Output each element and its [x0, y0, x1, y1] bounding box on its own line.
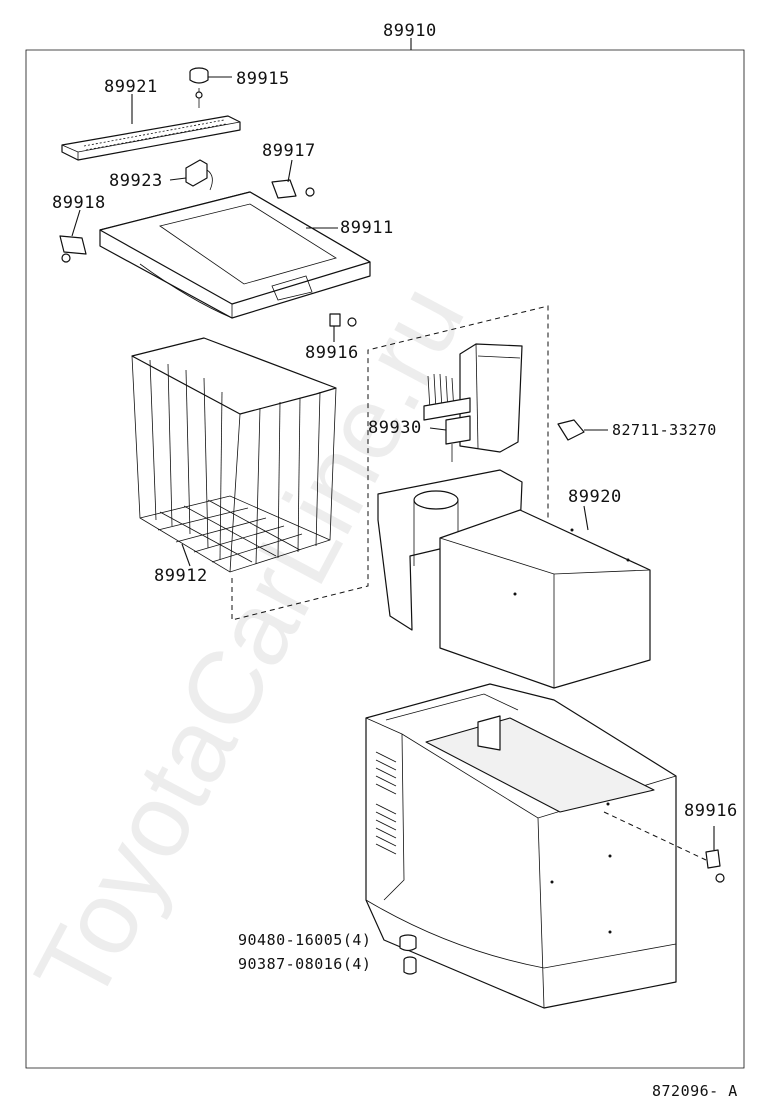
- label-89917: 89917: [262, 141, 316, 161]
- assembly-frame: [25, 49, 745, 1069]
- screw-89916-top: [329, 313, 357, 342]
- label-89921: 89921: [104, 77, 158, 97]
- label-89918: 89918: [52, 193, 106, 213]
- label-89916-side: 89916: [684, 801, 738, 821]
- label-89912: 89912: [154, 566, 208, 586]
- label-89920: 89920: [568, 487, 622, 507]
- label-82711-33270: 82711-33270: [612, 421, 717, 439]
- diagram-code: 872096- A: [652, 1082, 738, 1100]
- label-89916-top: 89916: [305, 343, 359, 363]
- label-90387-08016: 90387-08016(4): [238, 955, 371, 973]
- label-89911: 89911: [340, 218, 394, 238]
- clip-89923: [169, 159, 213, 191]
- label-90480-16005: 90480-16005(4): [238, 931, 371, 949]
- cooler-body: [365, 683, 677, 1009]
- cushion-90387: [403, 956, 417, 975]
- label-assembly-89910: 89910: [383, 21, 437, 41]
- screw-89916-side: [603, 811, 725, 883]
- guide-line-basket: [231, 305, 549, 621]
- label-89923: 89923: [109, 171, 163, 191]
- unit-89930: [423, 343, 523, 462]
- label-89915: 89915: [236, 69, 290, 89]
- knob-89915: [189, 67, 232, 84]
- cap-90480: [399, 934, 417, 952]
- label-89930: 89930: [368, 418, 422, 438]
- bracket-89918: [59, 209, 87, 263]
- connector-82711: [557, 419, 608, 441]
- inner-case-89920: [377, 469, 651, 689]
- basket-89912: [131, 337, 337, 573]
- handle-89921: [61, 88, 241, 161]
- lid-89911: [99, 191, 371, 319]
- bracket-89917: [271, 159, 315, 199]
